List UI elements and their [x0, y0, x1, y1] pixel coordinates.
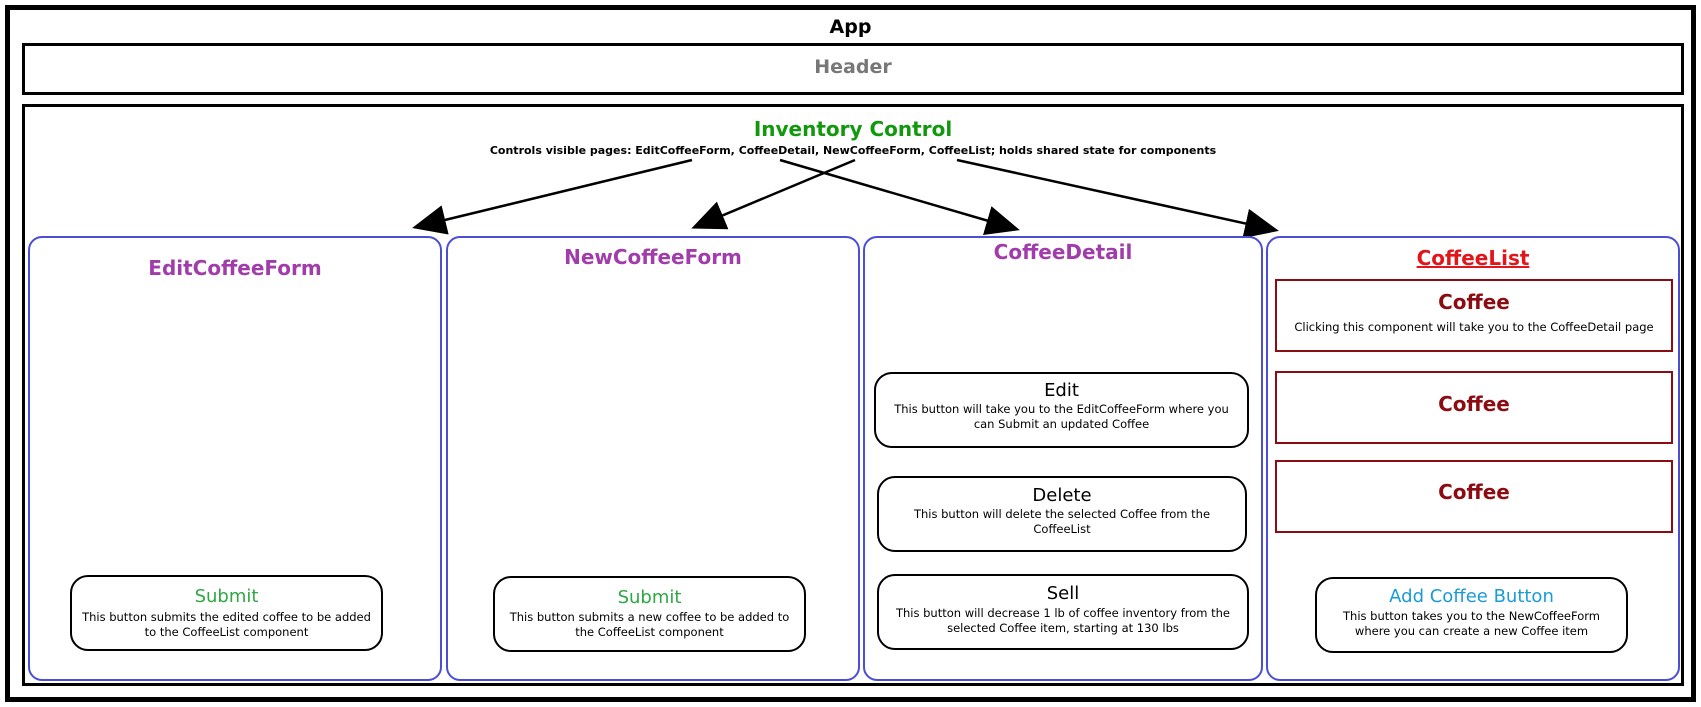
- newcoffeeform-submit-button[interactable]: [493, 576, 806, 652]
- editcoffeeform-panel: [28, 236, 442, 681]
- header-label: Header: [814, 56, 892, 78]
- coffeedetail-sell-button[interactable]: [877, 574, 1249, 650]
- coffeedetail-delete-label: Delete: [1032, 485, 1092, 506]
- app-title: App: [829, 16, 872, 38]
- newcoffeeform-submit-description: This button submits a new coffee to be a…: [509, 610, 790, 639]
- coffeedetail-title: CoffeeDetail: [993, 240, 1133, 264]
- coffeedetail-edit-label: Edit: [1044, 380, 1079, 401]
- coffee-item-label: Coffee: [1438, 480, 1510, 504]
- app-frame: [5, 5, 1696, 702]
- editcoffeeform-submit-description: This button submits the edited coffee to…: [82, 610, 371, 639]
- arrow-to-coffeelist: [956, 158, 1279, 239]
- editcoffeeform-title: EditCoffeeForm: [148, 256, 322, 280]
- coffee-item[interactable]: [1275, 371, 1673, 444]
- coffee-item[interactable]: [1275, 279, 1673, 352]
- main-container: [22, 104, 1684, 686]
- coffeedetail-panel: [863, 236, 1263, 681]
- coffeedetail-sell-label: Sell: [1046, 583, 1080, 604]
- newcoffeeform-submit-label: Submit: [617, 587, 682, 608]
- add-coffee-button-description: This button takes you to the NewCoffeeFo…: [1343, 609, 1600, 638]
- coffeelist-panel: [1266, 236, 1680, 681]
- coffeelist-title: CoffeeList: [1416, 246, 1530, 270]
- inventory-control-title: Inventory Control: [753, 117, 953, 141]
- header-box: [22, 43, 1684, 95]
- editcoffeeform-submit-label: Submit: [194, 586, 259, 607]
- coffee-item-label: Coffee: [1438, 290, 1510, 314]
- coffeedetail-sell-description: This button will decrease 1 lb of coffee…: [895, 606, 1231, 635]
- inventory-control-description: Controls visible pages: EditCoffeeForm, …: [489, 144, 1217, 157]
- coffeedetail-delete-button[interactable]: [877, 476, 1247, 552]
- arrow-to-coffeedetail: [779, 158, 1020, 235]
- arrow-to-editcoffeeform: [412, 158, 693, 235]
- coffeedetail-delete-description: This button will delete the selected Cof…: [913, 507, 1211, 536]
- add-coffee-button-label: Add Coffee Button: [1389, 586, 1554, 607]
- add-coffee-button[interactable]: [1315, 577, 1628, 653]
- editcoffeeform-submit-button[interactable]: [70, 575, 383, 651]
- newcoffeeform-title: NewCoffeeForm: [564, 245, 742, 269]
- coffee-item-description: Clicking this component will take you to…: [1294, 320, 1654, 334]
- coffeedetail-edit-button[interactable]: [874, 372, 1249, 448]
- coffee-item[interactable]: [1275, 460, 1673, 533]
- newcoffeeform-panel: [446, 236, 860, 681]
- coffee-item-label: Coffee: [1438, 392, 1510, 416]
- coffeedetail-edit-description: This button will take you to the EditCof…: [894, 402, 1229, 431]
- arrow-to-newcoffeeform: [691, 158, 856, 230]
